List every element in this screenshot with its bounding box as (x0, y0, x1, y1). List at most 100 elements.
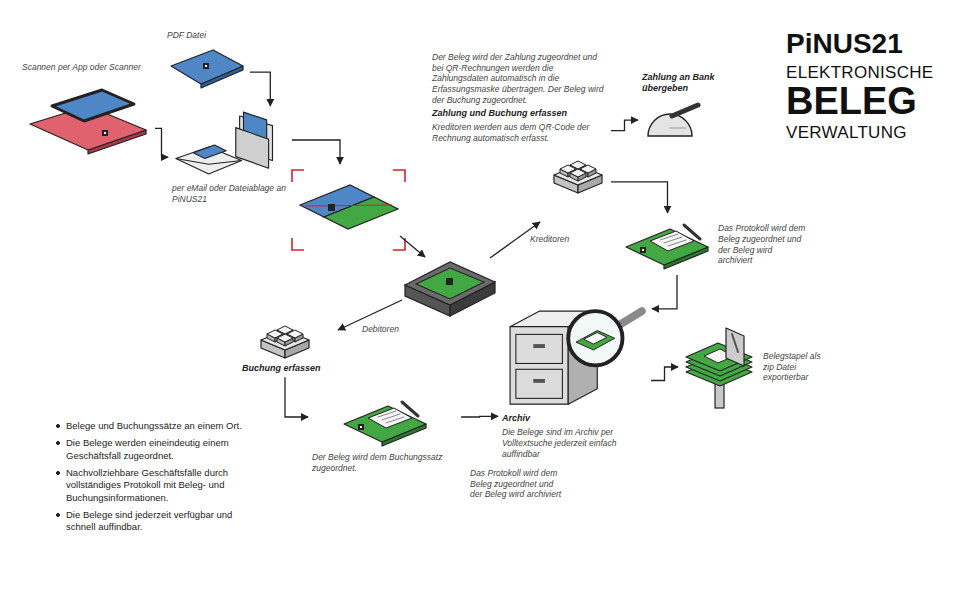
label-holder: Das Protokoll wird dem Beleg zugeordnet … (470, 468, 565, 500)
envelope-flap (176, 159, 242, 165)
free-label: BELEG (786, 82, 917, 120)
free-label: Das Protokoll wird dem Beleg zugeordnet … (470, 468, 565, 500)
shape (52, 90, 134, 121)
step-caption: Belegstapel als zip Datei exportierbar (763, 351, 828, 383)
zip-icon (682, 322, 757, 412)
label-holder: ELEKTRONISCHE (786, 64, 934, 81)
qr-mark (358, 424, 364, 430)
caption-group: PDF Datei (167, 30, 247, 41)
label-holder: Debitoren (362, 324, 399, 334)
step-caption: Der Beleg wird der Zahlung zugeordnet un… (432, 52, 608, 105)
connector (652, 275, 677, 309)
qr-mark (640, 247, 646, 253)
drawer (516, 334, 563, 363)
drawer (516, 369, 563, 398)
wire (400, 236, 425, 257)
process-step: Scannen per App oder Scanner (20, 60, 154, 158)
caption-group: Zahlung an Bank übergeben (642, 72, 748, 95)
bullet-list: Belege und Buchungssätze an einem Ort. Di… (55, 420, 260, 539)
connector (611, 182, 668, 213)
doc-icon (340, 394, 430, 449)
step-heading: Archiv (502, 413, 648, 424)
caption-group: Buchung erfassen (242, 363, 328, 374)
caption-group: Belegstapel als zip Datei exportierbar (763, 351, 828, 383)
stroke (732, 334, 738, 352)
step-caption: PDF Datei (167, 30, 247, 41)
connector (461, 416, 498, 418)
mail-icon (172, 110, 286, 180)
keypad-icon (255, 312, 315, 360)
process-step: Belegstapel als zip Datei exportierbar (680, 320, 830, 414)
step-caption: per eMail oder Dateiablage an PiNUS21 (172, 183, 286, 204)
diagram-title: PiNUS21 (786, 30, 903, 58)
caption-group: Der Beleg wird der Zahlung zugeordnet un… (432, 52, 608, 144)
title-holder: PiNUS21 (786, 30, 903, 58)
connector (611, 120, 638, 131)
step-caption: Der Beleg wird dem Buchungssatz zugeordn… (312, 452, 458, 473)
free-label: Kreditoren (530, 234, 569, 244)
shape (576, 331, 615, 350)
stroke (402, 402, 418, 416)
caption-group: Das Protokoll wird dem Beleg zugeordnet … (718, 223, 808, 266)
shape (726, 328, 744, 366)
bank-icon (642, 98, 702, 140)
process-step: PDF Datei (165, 28, 249, 102)
qr-mark (446, 278, 453, 285)
qr-mark (205, 65, 207, 67)
connector (250, 72, 270, 106)
label-holder: Kreditoren (530, 234, 569, 244)
stroke (386, 417, 404, 423)
process-step: per eMail oder Dateiablage an PiNUS21 (170, 108, 288, 206)
connector (155, 128, 168, 157)
shape (236, 128, 269, 169)
shape (584, 332, 607, 344)
process-step: Zahlung an Bank übergeben (640, 70, 750, 142)
process-step: ArchivDie Belege sind im Archiv per Voll… (500, 282, 650, 461)
shape (510, 327, 568, 405)
flow-wires (292, 140, 540, 330)
wire (292, 140, 340, 164)
shape (368, 408, 412, 428)
stroke (668, 240, 686, 246)
step-heading: Buchung erfassen (242, 363, 328, 374)
caption-group: ArchivDie Belege sind im Archiv per Voll… (502, 413, 648, 459)
tray-top (405, 262, 495, 305)
connector (651, 367, 678, 381)
free-label: VERWALTUNG (786, 124, 907, 141)
step-heading: Zahlung und Buchung erfassen (432, 108, 608, 119)
shape (171, 50, 243, 84)
qr-mark (642, 249, 644, 251)
bullet-point: Belege und Buchungssätze an einem Ort. (55, 420, 260, 432)
connector (285, 377, 308, 417)
process-step: Der Beleg wird der Zahlung zugeordnet un… (430, 50, 610, 197)
free-label: ELEKTRONISCHE (786, 64, 934, 81)
tray-document (416, 268, 484, 299)
doc-icon (622, 217, 712, 272)
qr-mark (203, 63, 209, 69)
caption-group: Der Beleg wird dem Buchungssatz zugeordn… (312, 452, 458, 473)
stroke (672, 105, 698, 116)
shape (277, 334, 293, 342)
inbox-tray (405, 262, 495, 316)
process-step: Der Beleg wird dem Buchungssatz zugeordn… (310, 392, 460, 475)
keypad-icon (548, 147, 608, 195)
qr-mark (328, 204, 335, 211)
free-label: Debitoren (362, 324, 399, 334)
bullet-point: Die Belege sind jederzeit verfügbar und … (55, 509, 260, 534)
qr-mark (360, 426, 362, 428)
step-heading: Zahlung an Bank übergeben (642, 72, 748, 95)
drawer-handle (533, 344, 545, 348)
caption-group: per eMail oder Dateiablage an PiNUS21 (172, 183, 286, 204)
caption-group: Scannen per App oder Scanner (22, 62, 152, 73)
scan-brackets (292, 170, 405, 250)
stroke (670, 127, 686, 128)
document-green-part (324, 197, 398, 229)
qr-mark (102, 130, 108, 136)
shape (650, 231, 694, 251)
process-step: Das Protokoll wird dem Beleg zugeordnet … (620, 215, 810, 274)
scan-icon (22, 76, 152, 156)
bullet-point: Nachvollziehbare Geschäftsfälle durch vo… (55, 467, 260, 504)
scanned-document (292, 170, 405, 250)
qr-mark (104, 132, 106, 134)
drawer-handle (533, 379, 545, 383)
